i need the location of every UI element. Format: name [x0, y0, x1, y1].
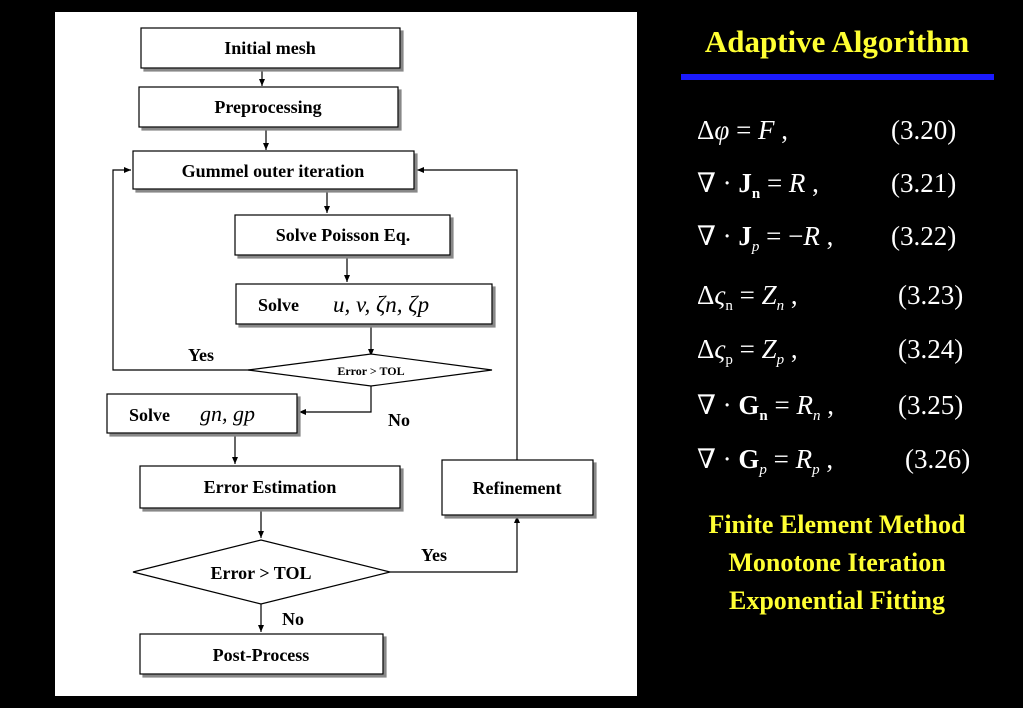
connectors	[112, 69, 520, 632]
initial-mesh-label: Initial mesh	[224, 38, 316, 58]
methods-list: Finite Element Method Monotone Iteration…	[664, 506, 1010, 620]
equation-number: (3.23)	[898, 280, 964, 310]
equation-number: (3.20)	[891, 115, 957, 145]
flowchart-panel: Initial mesh Preprocessing Gummel outer …	[55, 12, 637, 696]
gummel-label: Gummel outer iteration	[182, 161, 365, 181]
outer-yes-label: Yes	[421, 545, 447, 565]
inner-error-label: Error > TOL	[337, 364, 404, 378]
outer-error-diamond: Error > TOL	[132, 539, 391, 605]
solve-g-label: Solve	[129, 405, 170, 425]
equation-3-21: ∇ · Jn = R ,	[697, 168, 819, 202]
inner-yes-label: Yes	[188, 345, 214, 365]
equation-3-26: ∇ · Gp = Rp ,	[697, 444, 834, 478]
solve-g-vars: gn, gp	[200, 401, 255, 426]
outer-error-label: Error > TOL	[211, 563, 312, 583]
inner-error-diamond: Error > TOL	[247, 353, 493, 387]
error-estimation-box: Error Estimation	[139, 465, 401, 509]
gummel-box: Gummel outer iteration	[132, 150, 415, 190]
refinement-label: Refinement	[473, 478, 562, 498]
equation-3-24: Δςp = Zp ,	[697, 334, 798, 368]
equation-number: (3.22)	[891, 221, 957, 251]
equation-number: (3.26)	[905, 444, 971, 474]
preprocessing-box: Preprocessing	[138, 86, 399, 128]
refinement-box: Refinement	[441, 459, 594, 516]
preprocessing-label: Preprocessing	[214, 97, 321, 117]
flowchart: Initial mesh Preprocessing Gummel outer …	[106, 27, 594, 675]
equation-number: (3.24)	[898, 334, 964, 364]
equation-number: (3.25)	[898, 390, 964, 420]
solve-uv-box: Solve u, v, ζn, ζp	[235, 283, 493, 325]
error-estimation-label: Error Estimation	[204, 477, 337, 497]
outer-no-label: No	[282, 609, 304, 629]
equation-3-22: ∇ · Jp = −R ,	[697, 221, 834, 255]
solve-uv-label: Solve	[258, 295, 299, 315]
post-process-box: Post-Process	[139, 633, 384, 675]
initial-mesh-box: Initial mesh	[140, 27, 401, 69]
equation-number: (3.21)	[891, 168, 957, 198]
solve-uv-vars: u, v, ζn, ζp	[333, 292, 429, 317]
slide-title: Adaptive Algorithm	[704, 24, 970, 59]
method-item: Monotone Iteration	[728, 548, 946, 577]
equation-3-20: Δφ = F ,	[697, 115, 789, 145]
solve-poisson-box: Solve Poisson Eq.	[234, 214, 451, 256]
method-item: Finite Element Method	[708, 510, 966, 539]
solve-poisson-label: Solve Poisson Eq.	[276, 225, 411, 245]
post-process-label: Post-Process	[213, 645, 310, 665]
equation-3-23: Δςn = Zn ,	[697, 280, 798, 314]
title-underline	[681, 74, 994, 80]
inner-no-label: No	[388, 410, 410, 430]
method-item: Exponential Fitting	[729, 586, 945, 615]
equation-3-25: ∇ · Gn = Rn ,	[697, 390, 834, 424]
solve-g-box: Solve gn, gp	[106, 393, 298, 434]
